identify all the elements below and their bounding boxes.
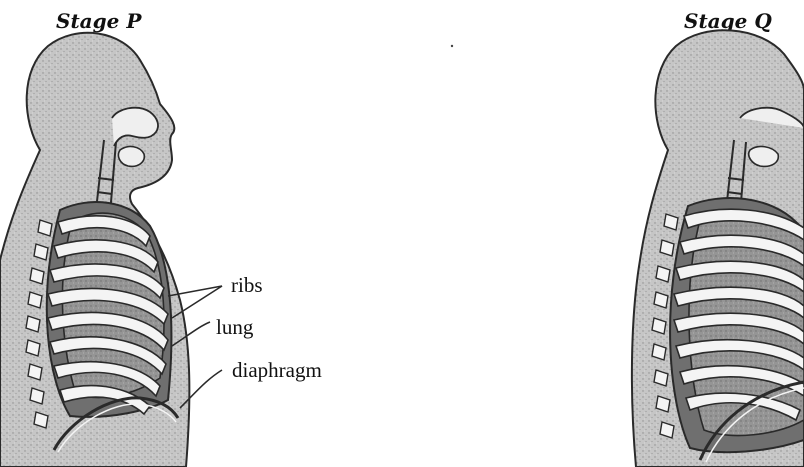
stage-q-figure: Stage Q [632,9,804,467]
stage-p-oral-cavity [118,147,144,167]
stage-p-figure: Stage P [0,9,189,467]
speck-mark [451,45,453,47]
stage-p-title: Stage P [56,9,142,33]
diaphragm-label: diaphragm [232,358,322,382]
stage-q-oral-cavity [749,147,779,167]
ribs-label: ribs [231,273,263,297]
lung-label: lung [216,315,254,339]
